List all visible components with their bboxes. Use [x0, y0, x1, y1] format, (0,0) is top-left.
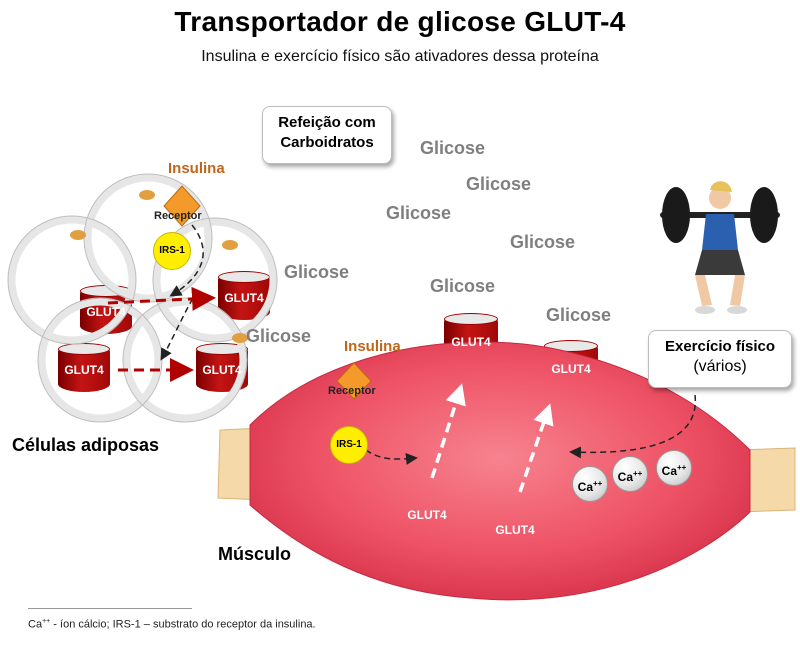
- cell-nuclei: [70, 190, 248, 343]
- footnote-divider: [28, 608, 192, 609]
- adipose-cell: [8, 216, 136, 344]
- glucose-label: Glicose: [466, 174, 532, 194]
- adipose-cell: [153, 218, 277, 342]
- muscle-receptor-shape: [336, 362, 372, 400]
- glucose-label: Glicose: [284, 262, 350, 282]
- calcium-ion: Ca++: [572, 466, 608, 502]
- adipose-cells: [8, 174, 277, 422]
- page-title: Transportador de glicose GLUT-4: [174, 6, 626, 37]
- meal-box-line1: Refeição com: [278, 114, 376, 131]
- adipose-signal-arrow: [169, 224, 204, 297]
- meal-carbohydrate-box: Refeição com Carboidratos: [262, 106, 392, 164]
- adipose-receptor-label: Receptor: [154, 210, 202, 222]
- footnote: Ca++ - íon cálcio; IRS-1 – substrato do …: [28, 618, 316, 631]
- muscle-insulin-label: Insulina: [344, 338, 401, 355]
- adipose-cell: [84, 174, 212, 302]
- exercise-signal-arrow: [569, 394, 696, 459]
- calcium-ion: Ca++: [612, 456, 648, 492]
- glucose-label: Glicose: [420, 138, 486, 158]
- muscle-glut4: GLUT4: [398, 485, 456, 540]
- glucose-label: Glicose: [546, 305, 612, 325]
- glucose-label: Glicose: [386, 203, 452, 223]
- exercise-box-line1: Exercício físico: [664, 338, 776, 355]
- muscle-glut4: GLUT4: [486, 500, 544, 555]
- page-subtitle: Insulina e exercício físico são ativador…: [201, 48, 599, 65]
- muscle-translocation-arrow: [518, 403, 554, 493]
- calcium-ion: Ca++: [656, 450, 692, 486]
- exercise-box-line2: (vários): [693, 358, 747, 375]
- adipose-receptor-shape: [163, 185, 201, 227]
- adipose-irs1-badge: IRS-1: [153, 232, 191, 270]
- exercise-box: Exercício físico (vários): [648, 330, 792, 388]
- muscle-glut4: GLUT4: [544, 340, 598, 393]
- glucose-label: Glicose: [246, 326, 312, 346]
- barbell-squat-athlete-icon: [660, 181, 780, 314]
- muscle-caption: Músculo: [218, 544, 292, 564]
- meal-box-line2: Carboidratos: [280, 134, 374, 151]
- adipose-glut4: GLUT4: [196, 343, 248, 392]
- muscle-signal-arrow: [365, 449, 418, 465]
- muscle-irs1-badge: IRS-1: [330, 426, 368, 464]
- adipose-insulin-label: Insulina: [168, 160, 225, 177]
- muscle-glut4: GLUT4: [444, 313, 498, 366]
- adipose-glut4: GLUT4: [80, 285, 132, 334]
- glucose-label: Glicose: [430, 276, 496, 296]
- adipose-glut4: GLUT4: [218, 271, 270, 320]
- adipose-caption: Células adiposas: [12, 435, 160, 455]
- glucose-label: Glicose: [510, 232, 576, 252]
- adipose-glut4: GLUT4: [58, 343, 110, 392]
- muscle-receptor-label: Receptor: [328, 385, 376, 397]
